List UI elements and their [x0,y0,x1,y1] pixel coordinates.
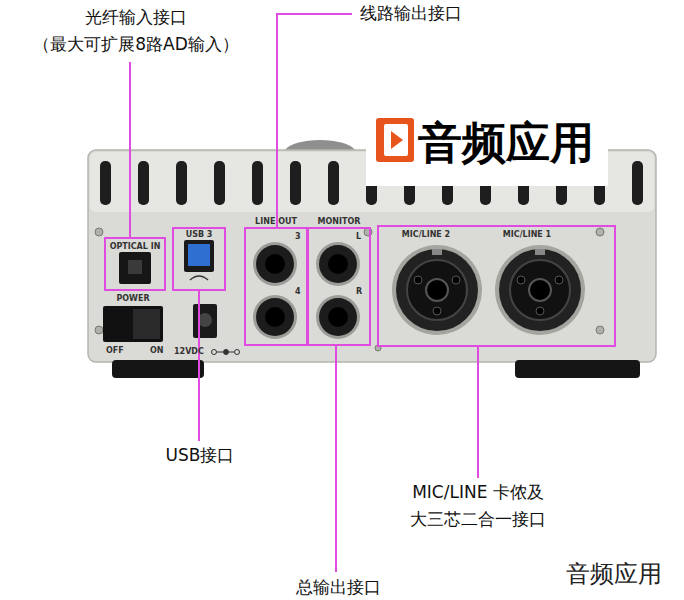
channel-letter: L [356,232,361,241]
panel-marking: USB 3 [186,230,213,239]
callout-label: 大三芯二合一接口 [410,510,546,530]
callout-number: 3 [295,232,301,241]
dc-jack-hole [198,313,212,327]
channel-letter: R [356,287,362,296]
logo-text: 音频应用 [418,118,594,169]
callout-number: 4 [295,287,301,296]
panel-marking: MONITOR [318,217,361,226]
dc-jack [193,304,217,338]
panel-marking: OPTICAL IN [110,242,161,251]
logo-ground [366,106,608,186]
panel-marking: MIC/LINE 1 [503,230,551,239]
callout-label: MIC/LINE 卡侬及 [412,483,544,503]
panel-marking: POWER [116,294,149,303]
panel-marking: LINE OUT [255,217,297,226]
power-switch [103,306,163,342]
polarity-symbol [212,350,240,355]
optical-port-core [128,260,142,274]
callout-label: 线路输出接口 [360,4,462,24]
power-rocker [133,309,160,339]
usb-symbol [190,276,208,280]
callout-label: USB接口 [166,446,235,466]
combo-jacks [392,245,585,335]
optical-port [119,252,151,284]
watermark: 音频应用 [566,561,662,589]
logo-icon-page [384,124,408,156]
foot [112,360,204,378]
panel-marking: 12VDC [174,347,204,356]
usb-port [184,240,214,272]
screws [95,228,604,351]
foot [515,360,640,378]
callout-label: （最大可扩展8路AD输入） [33,35,239,55]
usb-port-blue [188,244,210,266]
logo-icon-play [391,131,403,149]
logo-icon [376,118,414,162]
callout-boxes [105,226,615,346]
panel-marking: MIC/LINE 2 [402,230,450,239]
panel-marking: OFF [106,346,124,355]
callout-label: 总输出接口 [296,578,381,598]
callout-label: 光纤输入接口 [85,8,187,28]
panel-marking: ON [150,346,164,355]
